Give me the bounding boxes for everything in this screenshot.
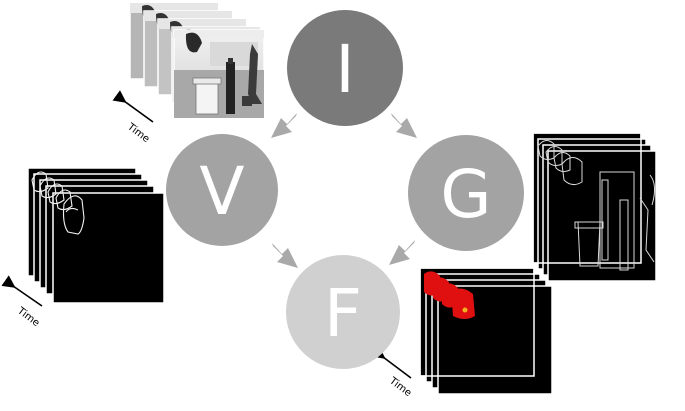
arrow-i-to-g [391, 113, 417, 138]
edge-outline [31, 171, 85, 235]
time-axis-fused: Time [371, 346, 413, 399]
node-i-label: I [335, 31, 354, 108]
node-v-label: V [199, 153, 244, 230]
edges-v-frame-stack [27, 167, 165, 304]
edges-g-frame-stack [532, 132, 657, 282]
node-f-circle [286, 255, 400, 369]
time-axis-grayscale: Time [112, 90, 154, 145]
time-axis-edges-v: Time [1, 275, 43, 329]
node-f-label: F [324, 275, 362, 352]
node-v: V [166, 134, 278, 246]
node-i-circle [287, 10, 403, 126]
arrow-g-to-f [389, 240, 415, 265]
node-g-label: G [440, 156, 491, 233]
arrow-i-to-v [271, 113, 297, 138]
time-label: Time [124, 121, 151, 145]
node-g: G [408, 135, 524, 251]
node-g-circle [408, 135, 524, 251]
node-v-circle [166, 134, 278, 246]
fused-frame-stack [419, 267, 553, 395]
node-f: F [286, 255, 400, 369]
edge-outline [537, 140, 656, 271]
fused-blob [424, 271, 475, 319]
node-i: I [287, 10, 403, 126]
flow-arrows [271, 113, 417, 268]
grayscale-frame-front [173, 29, 265, 119]
time-label: Time [14, 305, 41, 329]
arrow-v-to-f [272, 243, 298, 268]
grayscale-frame-stack [129, 2, 265, 119]
time-label: Time [386, 375, 413, 399]
